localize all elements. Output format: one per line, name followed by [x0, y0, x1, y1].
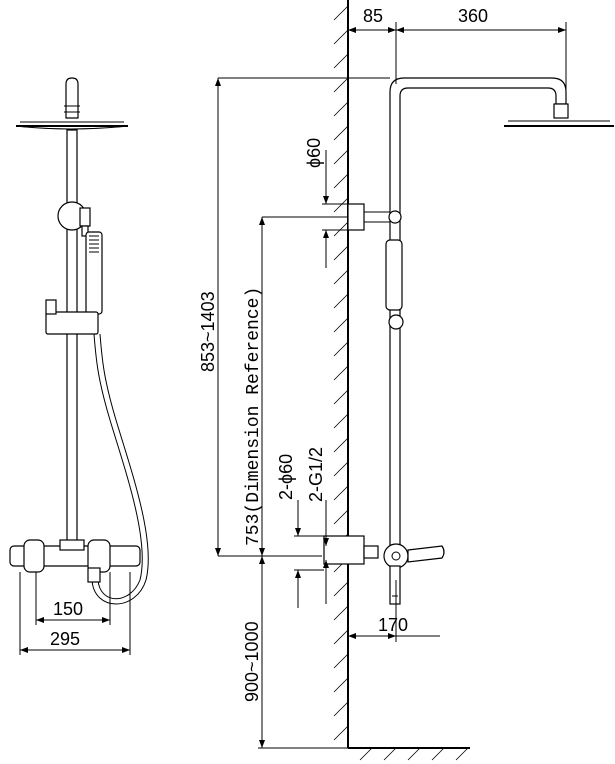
head-height-label: 853~1403: [198, 291, 218, 372]
top-inlet-diameter-label: ϕ60: [304, 138, 324, 168]
floor-height-label: 900~1000: [242, 621, 262, 702]
spout-reach-label: 170: [378, 615, 408, 635]
inner-width-label: 150: [53, 599, 83, 619]
wall-offset-label: 85: [363, 6, 383, 26]
arm-reach-label: 360: [458, 6, 488, 26]
side-view: [215, 0, 614, 761]
wall-hatching: [333, 5, 349, 741]
front-view: [9, 77, 149, 655]
reference-height-label: 753(Dimension Reference): [244, 287, 264, 546]
thread-label: 2-G1/2: [306, 447, 326, 502]
outer-width-label: 295: [50, 629, 80, 649]
inlet-spacing-label: 2-ϕ60: [276, 454, 296, 500]
